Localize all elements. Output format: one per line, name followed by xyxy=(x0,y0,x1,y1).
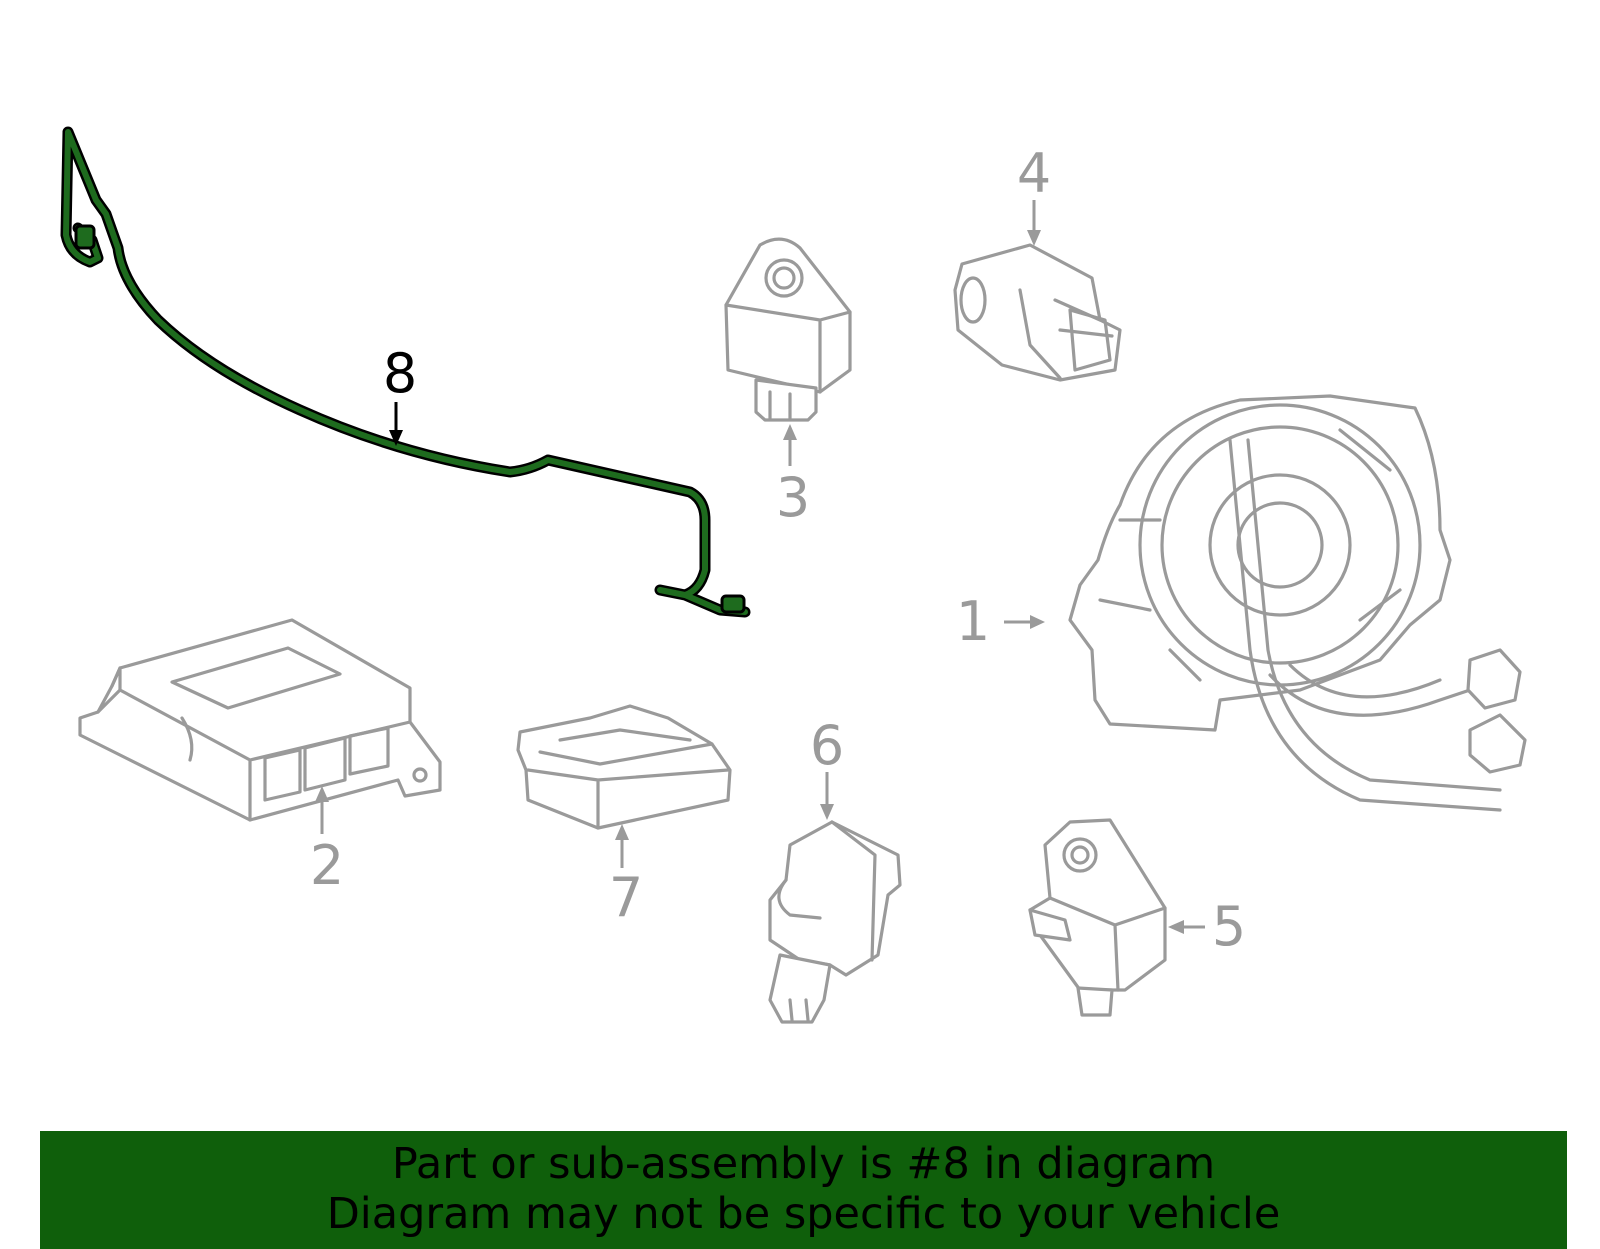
callout-8: 8 xyxy=(383,342,417,446)
callout-5: 5 xyxy=(1168,895,1246,958)
callout-1: 1 xyxy=(956,590,1045,653)
callout-3-label: 3 xyxy=(776,466,810,529)
part-7-module[interactable] xyxy=(516,704,732,830)
harness-connector xyxy=(720,594,746,614)
callout-2-label: 2 xyxy=(310,834,344,897)
callout-2: 2 xyxy=(310,786,344,897)
callout-4-label: 4 xyxy=(1017,142,1051,205)
part-6-sensor[interactable] xyxy=(768,820,902,1024)
part-1-clockspring[interactable] xyxy=(1068,394,1527,812)
callout-6-label: 6 xyxy=(810,714,844,777)
banner-line-2: Diagram may not be specific to your vehi… xyxy=(326,1189,1281,1239)
part-2-control-module[interactable] xyxy=(78,618,442,822)
callout-1-label: 1 xyxy=(956,590,990,653)
callout-3: 3 xyxy=(776,424,810,529)
callout-5-label: 5 xyxy=(1212,895,1246,958)
callout-4: 4 xyxy=(1017,142,1051,246)
banner-line-1: Part or sub-assembly is #8 in diagram xyxy=(391,1139,1216,1189)
part-5-impact-sensor[interactable] xyxy=(1028,818,1167,1017)
callout-7: 7 xyxy=(609,824,643,929)
harness-clip xyxy=(74,224,96,250)
part-3-impact-sensor[interactable] xyxy=(724,237,852,422)
info-banner: Part or sub-assembly is #8 in diagram Di… xyxy=(40,1131,1567,1249)
callout-8-label: 8 xyxy=(383,342,417,405)
callout-7-label: 7 xyxy=(609,866,643,929)
callout-6: 6 xyxy=(810,714,844,820)
part-4-sensor[interactable] xyxy=(953,243,1122,382)
part-8-wire-harness[interactable] xyxy=(60,126,751,618)
